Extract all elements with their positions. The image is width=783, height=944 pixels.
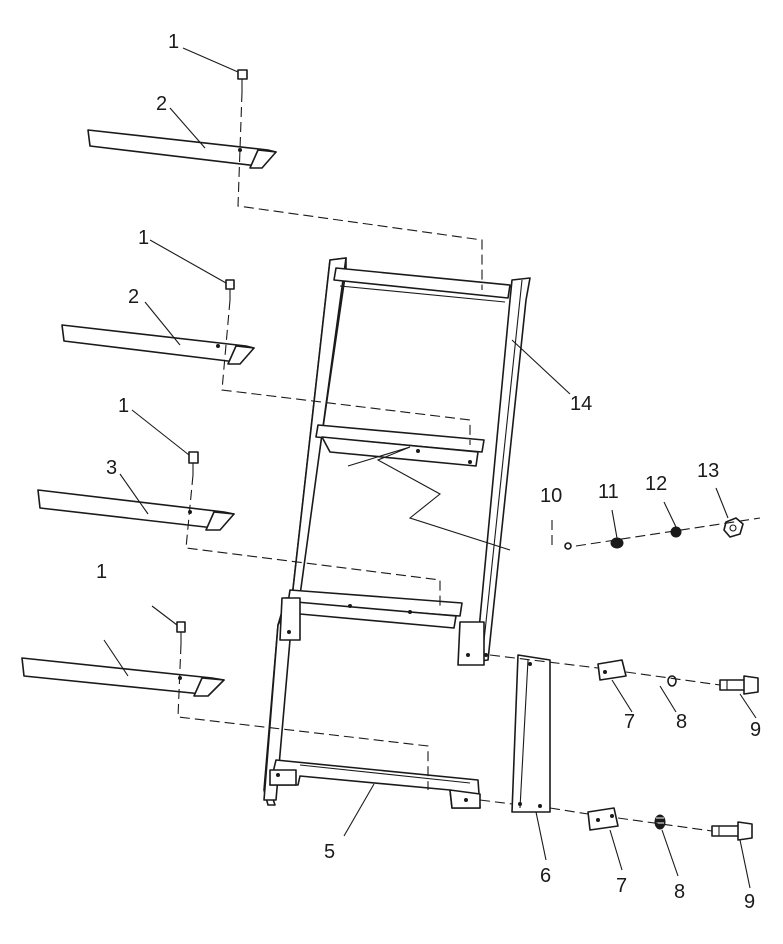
screw-1b — [225, 279, 235, 300]
washer-8a — [667, 675, 677, 687]
callout-10: 10 — [540, 485, 562, 507]
step-2 — [61, 324, 255, 365]
tension-wire — [347, 446, 511, 551]
callout-7b: 7 — [616, 875, 627, 897]
callout-14: 14 — [570, 393, 592, 415]
washer-8b — [654, 814, 666, 830]
callout-9a: 9 — [750, 719, 761, 741]
callout-7a: 7 — [624, 711, 635, 733]
bracket-7a — [597, 659, 627, 681]
step-1 — [87, 129, 277, 169]
bracket-7b — [587, 807, 619, 831]
callout-2b: 2 — [128, 286, 139, 308]
callout-8a: 8 — [676, 711, 687, 733]
callout-1b: 1 — [138, 227, 149, 249]
bolt-9b — [711, 821, 753, 841]
left-rail-face — [263, 257, 347, 801]
callout-5: 5 — [324, 841, 335, 863]
callout-1c: 1 — [118, 395, 129, 417]
bolt-9a — [719, 675, 759, 695]
pin-10 — [564, 542, 572, 550]
step-4 — [21, 657, 225, 697]
right-bracket-upper — [457, 621, 485, 666]
screw-1a — [237, 69, 248, 92]
top-rung — [333, 267, 511, 299]
step-3 — [37, 489, 235, 531]
callout-2a: 2 — [156, 93, 167, 115]
callout-11: 11 — [598, 481, 619, 503]
middle-rung — [315, 424, 485, 453]
screw-1d — [176, 621, 186, 644]
leader-lines — [103, 47, 757, 889]
callout-9b: 9 — [744, 891, 755, 913]
callout-12: 12 — [645, 473, 667, 495]
callout-6: 6 — [540, 865, 551, 887]
foot-bar — [269, 759, 481, 809]
side-plate — [511, 654, 551, 813]
washer-12 — [670, 526, 682, 538]
callout-1a: 1 — [168, 31, 179, 53]
callout-1d: 1 — [96, 561, 107, 583]
callout-8b: 8 — [674, 881, 685, 903]
right-rail — [471, 277, 531, 663]
ladder-frame — [263, 257, 531, 806]
side-plate-body — [511, 654, 551, 813]
screw-1c — [188, 451, 199, 475]
callouts: 1 2 1 2 1 3 1 14 10 11 12 13 7 8 9 5 6 7… — [96, 31, 761, 913]
assembly-paths — [177, 91, 761, 832]
bottom-foot — [269, 759, 481, 809]
callout-3: 3 — [106, 457, 117, 479]
left-bracket-upper — [279, 597, 301, 641]
callout-13: 13 — [697, 460, 719, 482]
